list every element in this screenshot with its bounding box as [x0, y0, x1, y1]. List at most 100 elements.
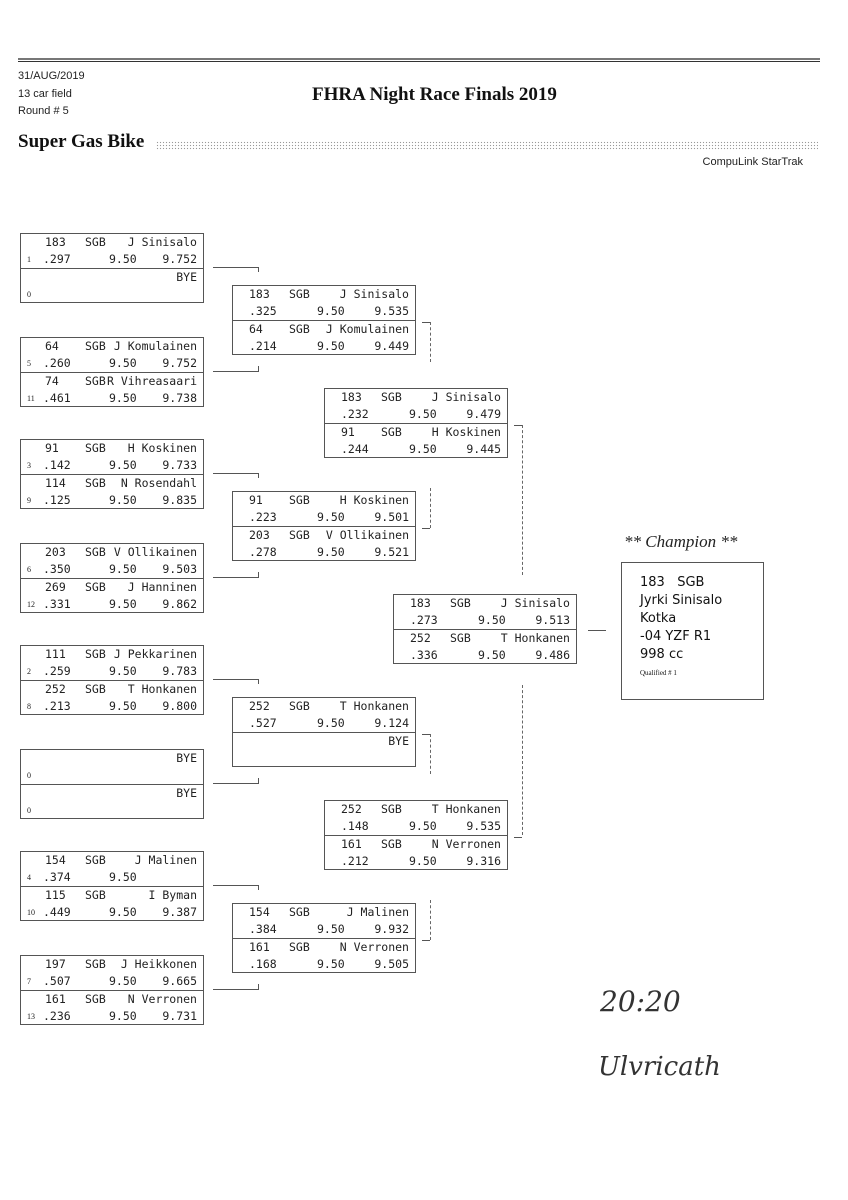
driver-name: R Vihreasaari: [106, 374, 197, 388]
car-number: 111: [45, 647, 66, 661]
dial-in: 9.50: [317, 922, 345, 936]
car-class: SGB: [85, 476, 106, 490]
connector-line: [213, 679, 259, 680]
dial-in: 9.50: [109, 562, 137, 576]
reaction-time: .223: [249, 510, 277, 524]
dial-in: 9.50: [109, 974, 137, 988]
connector-line: [213, 473, 259, 474]
reaction-time: .449: [43, 905, 71, 919]
qualifying-seed: 6: [27, 565, 31, 574]
connector-line: [213, 783, 259, 784]
car-number: 161: [249, 940, 270, 954]
dial-in: 9.50: [409, 442, 437, 456]
driver-name: J Sinisalo: [127, 235, 197, 249]
connector-dashed: [430, 488, 431, 528]
dial-in: 9.50: [478, 648, 506, 662]
champion-qualified: Qualified # 1: [640, 669, 677, 677]
connector-line: [588, 630, 606, 631]
car-class: SGB: [85, 235, 106, 249]
car-class: SGB: [289, 493, 310, 507]
racer-row: 115 SGB I Byman: [21, 887, 203, 904]
driver-name: T Honkanen: [431, 802, 501, 816]
qualifying-seed: 0: [27, 290, 31, 299]
car-class: SGB: [289, 940, 310, 954]
dial-in: 9.50: [109, 252, 137, 266]
elapsed-time: 9.731: [162, 1009, 197, 1023]
qualifying-seed: 3: [27, 461, 31, 470]
dial-in: 9.50: [109, 597, 137, 611]
dial-in: 9.50: [409, 407, 437, 421]
car-number: 203: [249, 528, 270, 542]
dial-in: 9.50: [109, 458, 137, 472]
connector-line: [213, 577, 259, 578]
connector-line: [514, 425, 522, 426]
car-class: SGB: [85, 957, 106, 971]
elapsed-time: 9.503: [162, 562, 197, 576]
connector-dashed: [430, 734, 431, 774]
driver-name: J Sinisalo: [500, 596, 570, 610]
connector-line: [213, 989, 259, 990]
result-row: [233, 750, 415, 767]
elapsed-time: 9.479: [466, 407, 501, 421]
racer-row: BYE: [21, 785, 203, 802]
car-number: 203: [45, 545, 66, 559]
connector-dashed: [430, 900, 431, 940]
driver-name: I Byman: [148, 888, 197, 902]
connector-line: [422, 940, 430, 941]
car-number: 269: [45, 580, 66, 594]
connector-tick: [258, 366, 259, 371]
driver-name: H Koskinen: [127, 441, 197, 455]
elapsed-time: 9.752: [162, 252, 197, 266]
car-class: SGB: [85, 888, 106, 902]
connector-line: [422, 322, 430, 323]
connector-tick: [258, 885, 259, 890]
driver-name: N Rosendahl: [120, 476, 197, 490]
car-number: 91: [249, 493, 263, 507]
driver-name: J Heikkonen: [120, 957, 197, 971]
car-number: 115: [45, 888, 66, 902]
result-row: 0: [21, 767, 203, 784]
qualifying-seed: 12: [27, 600, 35, 609]
car-class: SGB: [450, 596, 471, 610]
class-title: Super Gas Bike: [18, 131, 145, 152]
connector-tick: [258, 473, 259, 478]
car-class: SGB: [85, 545, 106, 559]
connector-line: [213, 885, 259, 886]
elapsed-time: 9.486: [535, 648, 570, 662]
dotted-leader: [156, 141, 818, 150]
elapsed-time: 9.513: [535, 613, 570, 627]
elapsed-time: 9.501: [374, 510, 409, 524]
elapsed-time: 9.665: [162, 974, 197, 988]
driver-name: J Sinisalo: [431, 390, 501, 404]
